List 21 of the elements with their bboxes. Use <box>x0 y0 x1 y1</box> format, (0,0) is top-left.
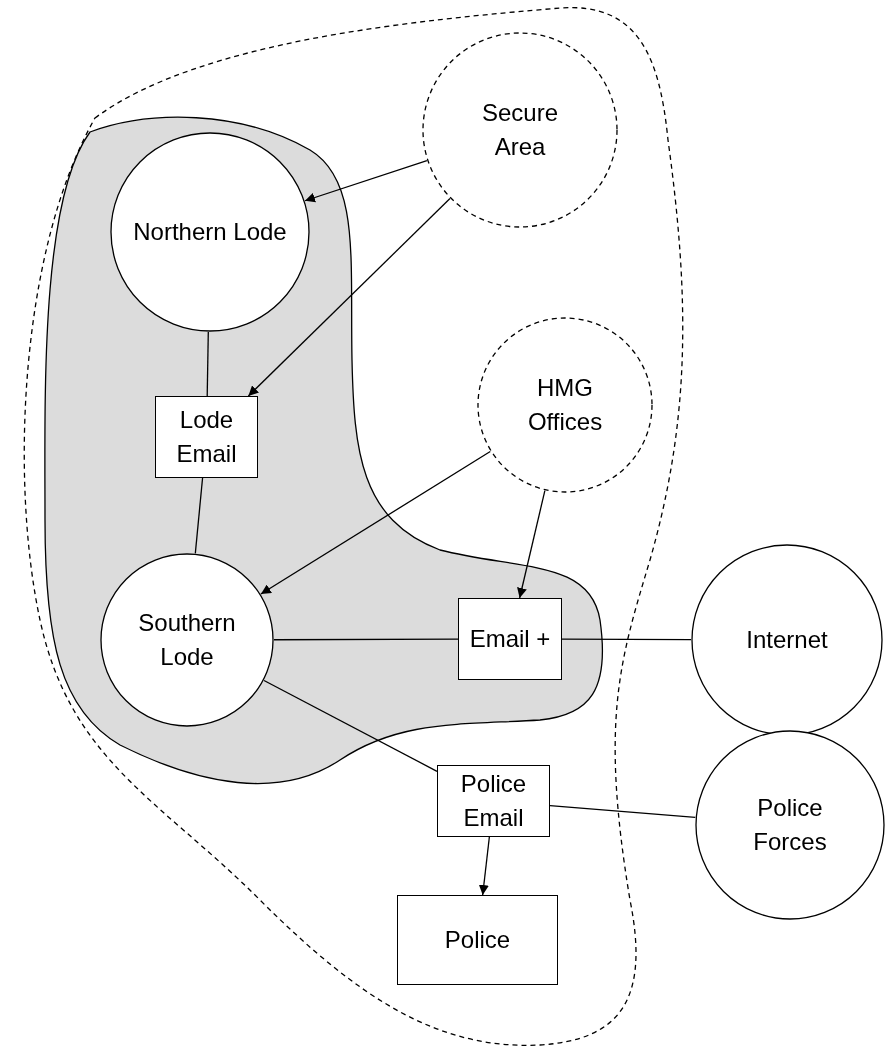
connector-line <box>549 804 696 818</box>
node-label: Police Forces <box>752 793 828 857</box>
process-box: Email + <box>458 598 562 680</box>
node-label: Internet <box>745 625 829 656</box>
connector-line <box>206 331 209 397</box>
arrow <box>478 836 490 896</box>
node-label: Secure Area <box>480 98 559 162</box>
arrow <box>247 197 451 397</box>
arrow <box>260 450 491 595</box>
process-box: Police Email <box>437 765 550 837</box>
node-label: Southern Lode <box>137 608 237 672</box>
connector-line <box>561 638 692 641</box>
arrow <box>304 160 428 203</box>
node-label: Northern Lode <box>132 217 288 248</box>
arrow <box>517 490 546 599</box>
connector-line <box>194 477 204 555</box>
connector-line <box>273 638 459 641</box>
process-box: Police <box>397 895 558 985</box>
node-label: HMG Offices <box>526 373 604 437</box>
process-box: Lode Email <box>155 396 258 478</box>
connector-line <box>263 679 438 772</box>
